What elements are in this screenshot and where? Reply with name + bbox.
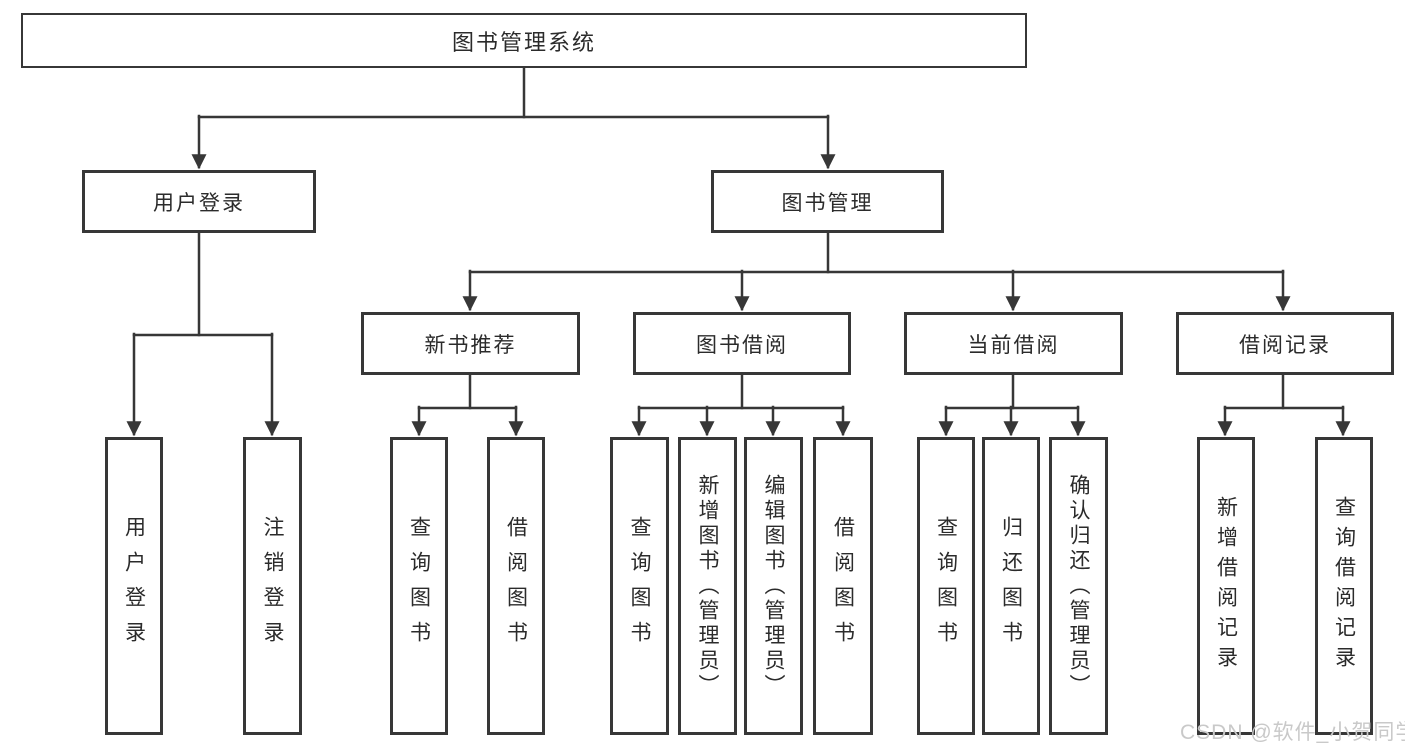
node-leaf-query-books-2: 查询图书 <box>610 437 669 735</box>
node-leaf-borrow-books-2: 借阅图书 <box>813 437 873 735</box>
node-leaf-query-books-3: 查询图书 <box>917 437 975 735</box>
node-leaf-return-books: 归还图书 <box>982 437 1040 735</box>
node-leaf-borrow-books-1: 借阅图书 <box>487 437 545 735</box>
node-book-management: 图书管理 <box>711 170 944 233</box>
node-leaf-confirm-return-admin: 确认归还（管理员） <box>1049 437 1108 735</box>
node-system-root: 图书管理系统 <box>21 13 1027 68</box>
node-new-book-recommend: 新书推荐 <box>361 312 580 375</box>
node-user-login: 用户登录 <box>82 170 316 233</box>
node-borrow-records: 借阅记录 <box>1176 312 1394 375</box>
watermark: CSDN @软件_小贺同学 <box>1180 721 1405 744</box>
node-leaf-user-login: 用户登录 <box>105 437 163 735</box>
node-leaf-add-books-admin: 新增图书（管理员） <box>678 437 737 735</box>
node-book-borrow: 图书借阅 <box>633 312 851 375</box>
node-leaf-edit-books-admin: 编辑图书（管理员） <box>744 437 803 735</box>
node-leaf-query-borrow-record: 查询借阅记录 <box>1315 437 1373 735</box>
node-leaf-add-borrow-record: 新增借阅记录 <box>1197 437 1255 735</box>
node-current-borrow: 当前借阅 <box>904 312 1123 375</box>
node-leaf-query-books-1: 查询图书 <box>390 437 448 735</box>
node-leaf-logout: 注销登录 <box>243 437 302 735</box>
